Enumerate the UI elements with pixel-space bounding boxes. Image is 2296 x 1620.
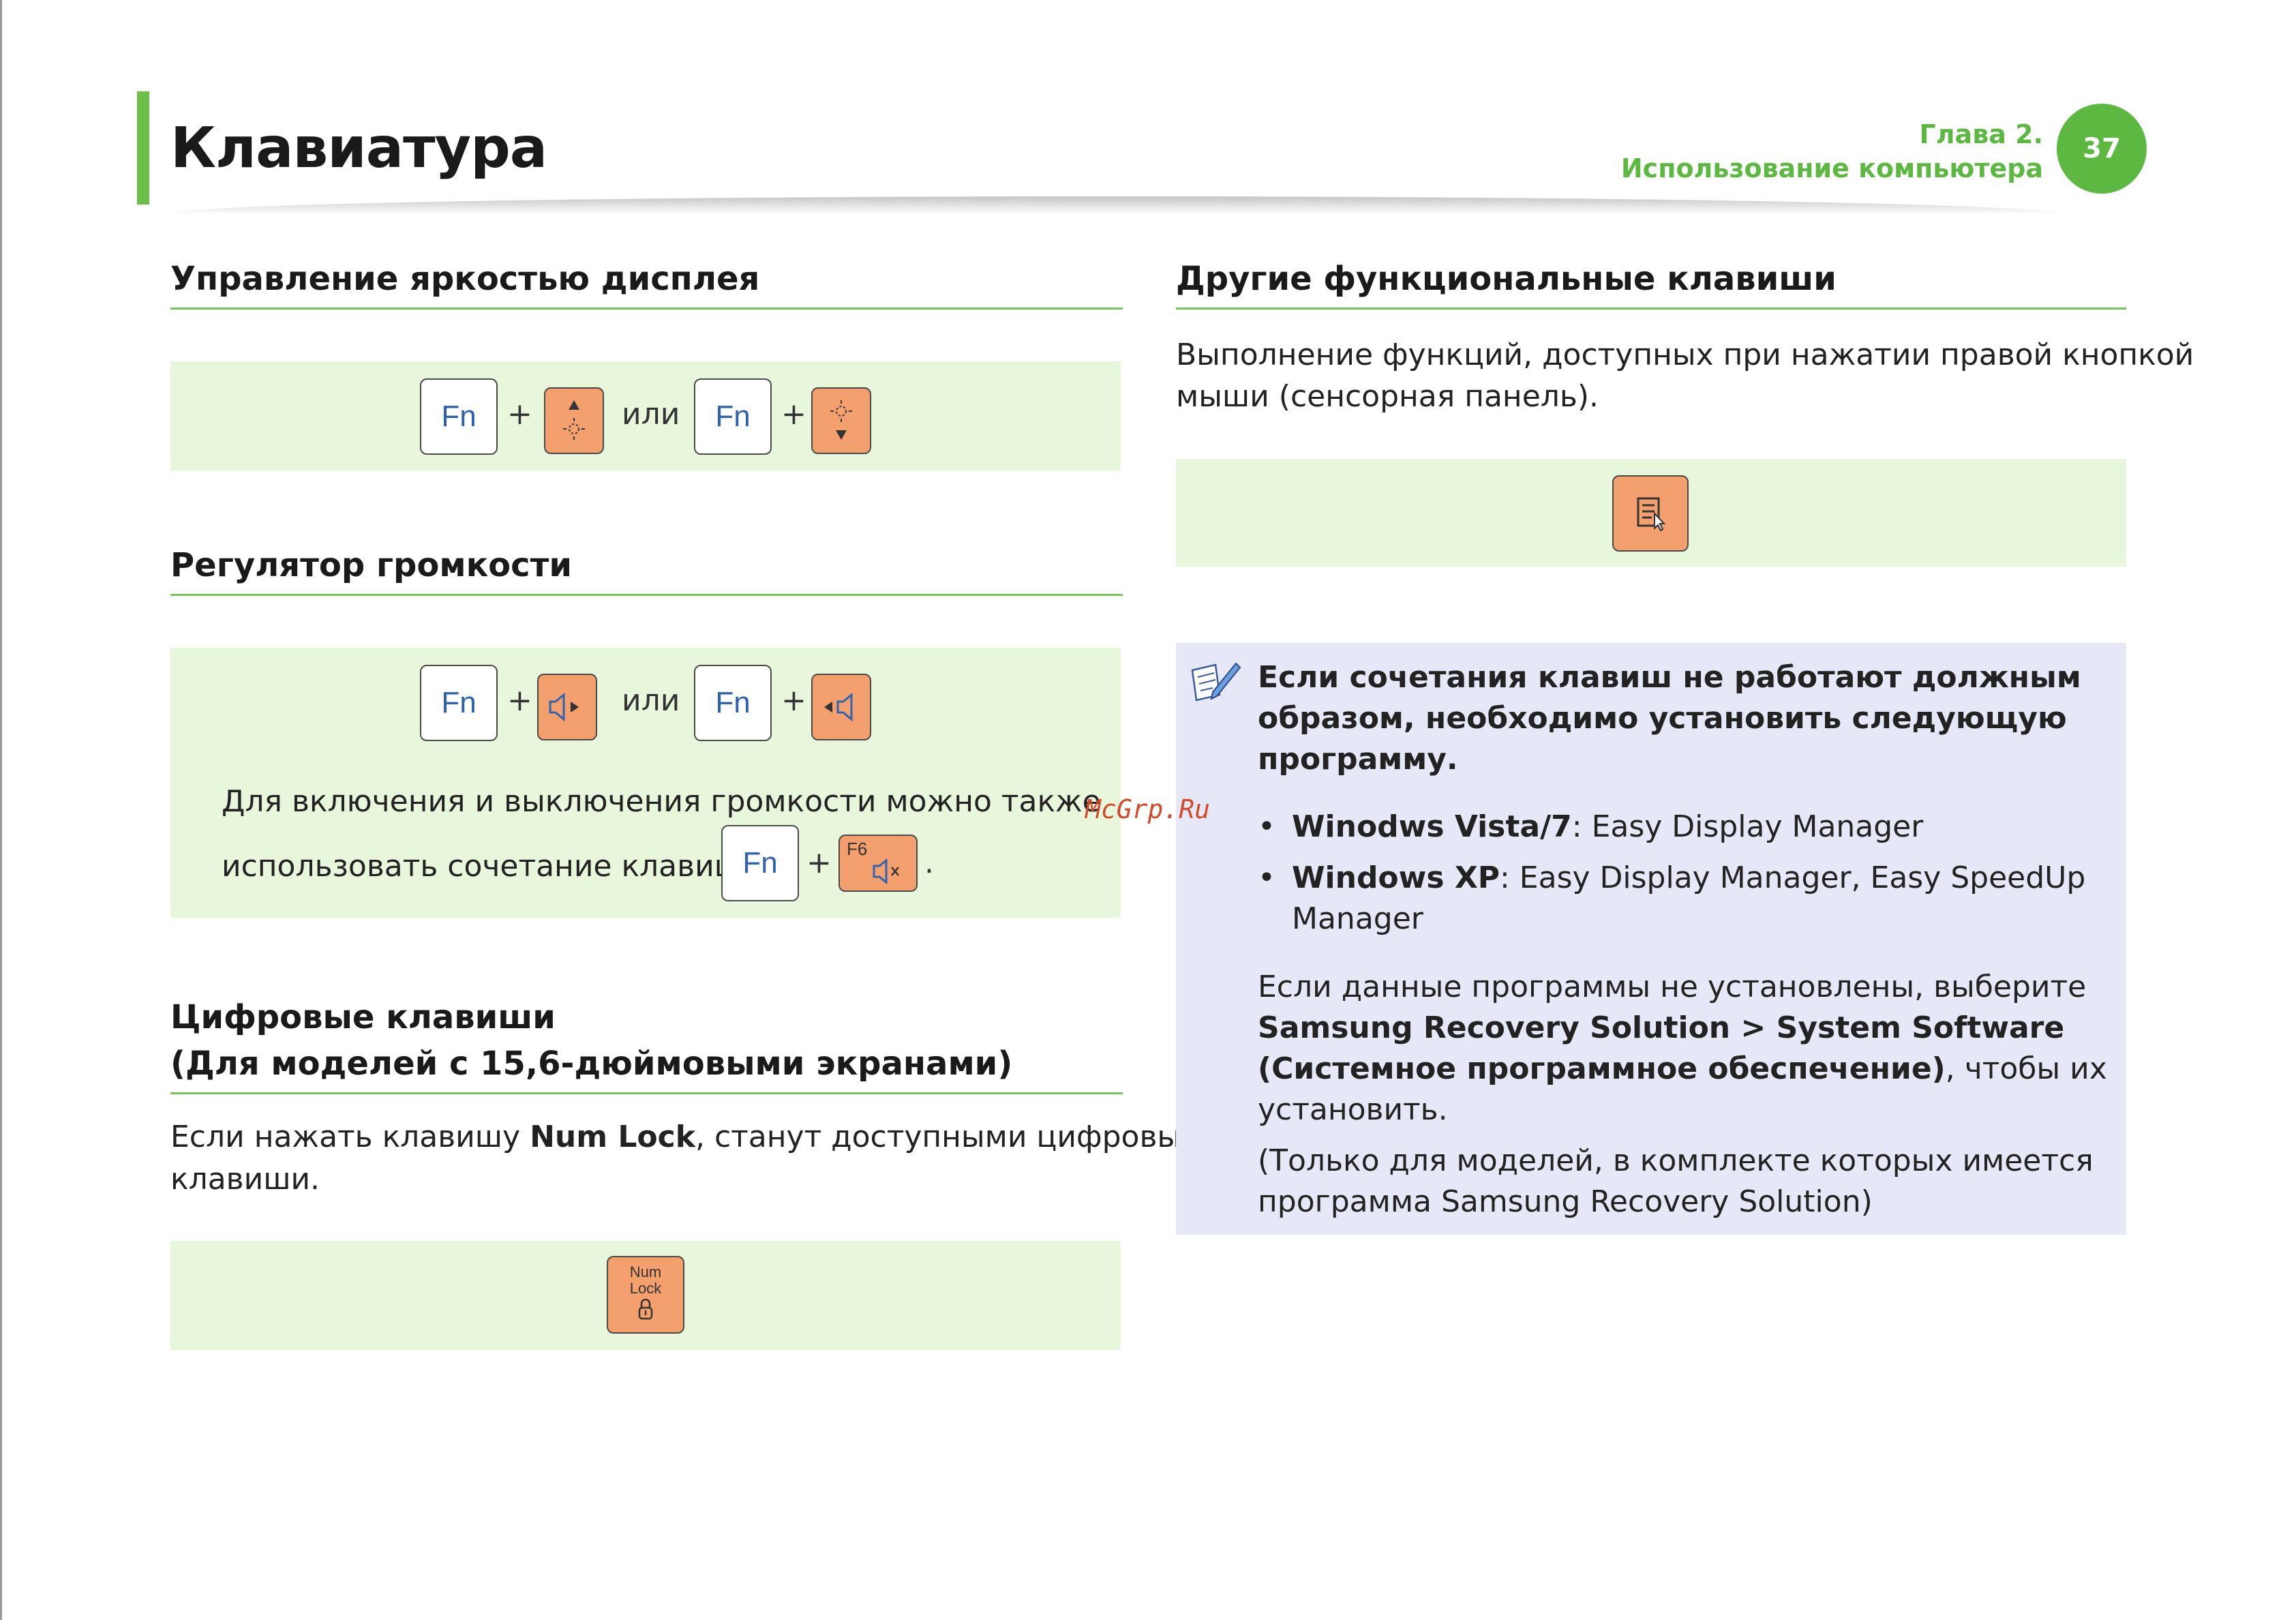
note-title-line2: образом, необходимо установить следующую — [1258, 701, 2067, 736]
note-box: Если сочетания клавиш не работают должны… — [1176, 643, 2126, 1235]
page-number-badge: 37 — [2057, 104, 2147, 194]
brightness-down-icon — [830, 400, 852, 440]
bullet-os-name: Winodws Vista/7 — [1292, 809, 1572, 844]
brightness-panel: Fn + или Fn + — [170, 361, 1121, 470]
chapter-label: Глава 2. Использование компьютера — [1621, 117, 2043, 185]
numlock-key-label-1: Num — [629, 1263, 662, 1280]
note-title-line1: Если сочетания клавиш не работают должны… — [1258, 660, 2081, 695]
title-accent-bar — [137, 91, 149, 205]
numlock-key-label-2: Lock — [629, 1280, 662, 1297]
volume-panel: Fn + или Fn + Для включения и выключения… — [170, 648, 1121, 918]
note-para2-line2: программа Samsung Recovery Solution) — [1258, 1184, 1873, 1219]
context-menu-icon — [1637, 497, 1666, 532]
volume-up-icon — [824, 692, 853, 722]
header-divider — [170, 196, 2059, 214]
note-pencil-icon — [1191, 662, 1241, 702]
or-label: или — [622, 397, 680, 432]
note-para1-line1: Если данные программы не установлены, вы… — [1258, 970, 2087, 1004]
volume-heading-text: Регулятор громкости — [170, 546, 573, 584]
plus-sign: + — [806, 845, 832, 880]
fn-key: Fn — [420, 378, 498, 455]
bullet-program: : Easy Display Manager, Easy SpeedUp — [1500, 860, 2086, 895]
mute-key: F6 — [839, 835, 918, 892]
bullet-dot: • — [1258, 809, 1275, 844]
note-para1-line4: установить. — [1258, 1092, 1448, 1127]
numlock-description-line2: клавиши. — [170, 1162, 320, 1197]
note-para1-line3-after: , чтобы их — [1945, 1051, 2107, 1086]
brightness-up-key — [544, 387, 604, 454]
numeric-heading-line2: (Для моделей с 15,6-дюймовыми экранами) — [170, 1045, 1013, 1083]
fn-key: Fn — [721, 825, 799, 901]
watermark: McGrp.Ru — [1085, 794, 1211, 824]
other-keys-heading: Другие функциональные клавиши — [1176, 256, 2126, 310]
chapter-title: Использование компьютера — [1620, 153, 2043, 183]
note-para1-path: Samsung Recovery Solution > System Softw… — [1258, 1010, 2065, 1045]
bullet-program: : Easy Display Manager — [1571, 809, 1924, 844]
numlock-text-before: Если нажать клавишу — [170, 1120, 530, 1154]
bullet-program-cont: Manager — [1292, 901, 1423, 936]
chapter-number: Глава 2. — [1919, 119, 2043, 149]
period: . — [924, 845, 934, 880]
brightness-heading: Управление яркостью дисплея — [170, 256, 1123, 310]
mute-instruction-line2: использовать сочетание клавиш — [222, 849, 742, 884]
mute-icon — [873, 858, 899, 885]
fn-key: Fn — [694, 665, 772, 741]
or-label: или — [622, 683, 680, 718]
volume-down-icon — [549, 692, 579, 722]
other-keys-text-line1: Выполнение функций, доступных при нажати… — [1176, 338, 2194, 372]
numlock-text-after: , станут доступными цифровые — [695, 1120, 1200, 1154]
note-title-line3: программу. — [1258, 742, 1458, 777]
plus-sign: + — [507, 683, 532, 718]
other-keys-heading-text: Другие функциональные клавиши — [1176, 260, 1837, 298]
numlock-text-bold: Num Lock — [530, 1120, 695, 1154]
note-para2-line1: (Только для моделей, в комплекте которых… — [1258, 1143, 2094, 1178]
note-paragraph-1: Если данные программы не установлены, вы… — [1258, 967, 2107, 1130]
volume-down-key — [537, 674, 597, 740]
volume-up-key — [811, 674, 871, 740]
fn-key: Fn — [420, 665, 498, 741]
brightness-up-icon — [563, 400, 585, 440]
page-border — [0, 0, 2, 1620]
fn-key: Fn — [694, 378, 772, 455]
plus-sign: + — [781, 397, 806, 432]
note-para1-path-ru: (Системное программное обеспечение) — [1258, 1051, 1946, 1086]
brightness-down-key — [811, 387, 871, 454]
numeric-heading: Цифровые клавиши (Для моделей с 15,6-дюй… — [170, 994, 1123, 1094]
numeric-heading-line1: Цифровые клавиши — [170, 998, 556, 1036]
other-keys-text-line2: мыши (сенсорная панель). — [1176, 379, 1599, 414]
note-title: Если сочетания клавиш не работают должны… — [1258, 657, 2081, 780]
bullet-dot: • — [1258, 860, 1275, 895]
plus-sign: + — [781, 683, 806, 718]
menu-key-panel — [1176, 459, 2126, 567]
brightness-heading-text: Управление яркостью дисплея — [170, 260, 760, 298]
mute-instruction-line1: Для включения и выключения громкости мож… — [222, 784, 1101, 819]
volume-heading: Регулятор громкости — [170, 542, 1123, 596]
numlock-panel: Num Lock — [170, 1241, 1121, 1350]
page-title: Клавиатура — [170, 116, 547, 181]
menu-key — [1612, 475, 1689, 552]
lock-icon — [638, 1298, 653, 1320]
mute-key-label: F6 — [847, 839, 868, 859]
plus-sign: + — [507, 397, 532, 432]
bullet-os-name: Windows XP — [1292, 860, 1500, 895]
numlock-key: Num Lock — [607, 1256, 684, 1334]
numlock-description: Если нажать клавишу Num Lock, станут дос… — [170, 1116, 1199, 1158]
note-paragraph-2: (Только для моделей, в комплекте которых… — [1258, 1141, 2094, 1222]
